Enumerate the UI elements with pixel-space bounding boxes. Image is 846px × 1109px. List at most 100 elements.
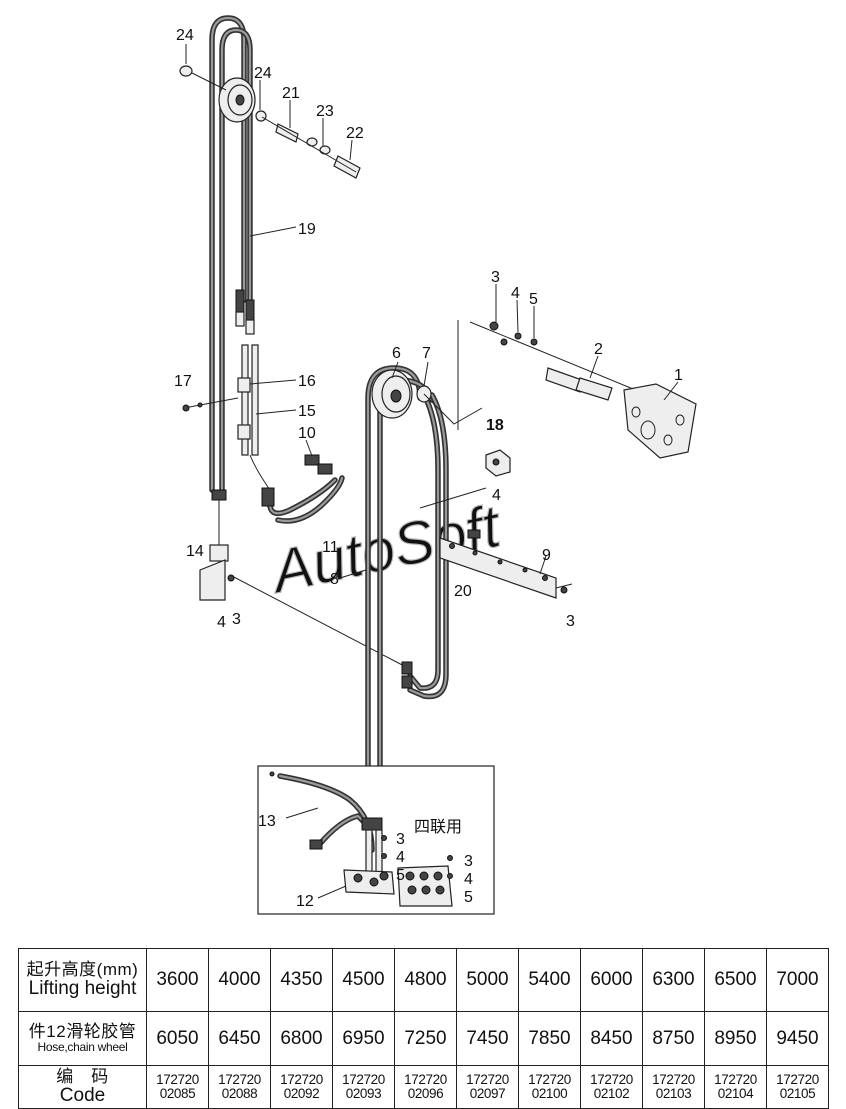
callout-3-inset-b: 3 — [464, 853, 473, 870]
lifting-height-cell: 5400 — [518, 948, 581, 1012]
hose-length-cell: 6450 — [208, 1011, 271, 1066]
lifting-height-cell: 6500 — [704, 948, 767, 1012]
hose-length-cell: 6050 — [146, 1011, 209, 1066]
code-line-1: 172720 — [652, 1072, 695, 1087]
callout-7: 7 — [422, 345, 431, 362]
code-line-2: 02100 — [531, 1086, 568, 1101]
spec-table: 起升高度(mm) Lifting height 3600 4000 4350 4… — [18, 948, 829, 1109]
lifting-height-header: 起升高度(mm) Lifting height — [18, 948, 147, 1012]
hose-length-cell: 8950 — [704, 1011, 767, 1066]
plate-20 — [439, 529, 573, 599]
hose-length-cell: 9450 — [766, 1011, 829, 1066]
code-header: 编 码 Code — [18, 1065, 147, 1109]
callout-13: 13 — [258, 813, 276, 830]
callout-18: 18 — [486, 417, 504, 434]
hose-length-header-en: Hose,chain wheel — [37, 1040, 128, 1055]
callout-23: 23 — [316, 103, 334, 120]
mount-assembly — [469, 321, 697, 459]
callout-16: 16 — [298, 373, 316, 390]
hose-length-cell: 7850 — [518, 1011, 581, 1066]
callout-3-right: 3 — [566, 613, 575, 630]
code-line-1: 172720 — [714, 1072, 757, 1087]
hose-length-cell: 6800 — [270, 1011, 333, 1066]
upper-pulley — [179, 65, 361, 179]
lifting-height-cell: 6000 — [580, 948, 643, 1012]
hose-length-header: 件12滑轮胶管 Hose,chain wheel — [18, 1011, 147, 1066]
callout-15: 15 — [298, 403, 316, 420]
code-line-2: 02104 — [717, 1086, 754, 1101]
hose-length-cell: 8450 — [580, 1011, 643, 1066]
lifting-height-cell: 4000 — [208, 948, 271, 1012]
callout-4-top: 4 — [511, 285, 520, 302]
hose-length-header-zh: 件12滑轮胶管 — [28, 1022, 137, 1042]
code-line-1: 172720 — [590, 1072, 633, 1087]
callout-12: 12 — [296, 893, 314, 910]
lifting-height-cell: 6300 — [642, 948, 705, 1012]
hose-assembly-diagram: AutoSoft — [174, 15, 697, 915]
callout-2: 2 — [594, 341, 603, 358]
callout-20: 20 — [454, 583, 472, 600]
callout-9: 9 — [542, 547, 551, 564]
lifting-height-cell: 7000 — [766, 948, 829, 1012]
block-18 — [419, 449, 511, 509]
callout-5-inset-b: 5 — [464, 889, 473, 906]
callout-5-inset-a: 5 — [396, 867, 405, 884]
callout-17: 17 — [174, 373, 192, 390]
code-line-2: 02102 — [593, 1086, 630, 1101]
code-line-2: 02092 — [283, 1086, 320, 1101]
lifting-height-cell: 4350 — [270, 948, 333, 1012]
callout-3-top: 3 — [491, 269, 500, 286]
callout-3-left: 3 — [232, 611, 241, 628]
bracket-14 — [199, 489, 409, 669]
callout-6: 6 — [392, 345, 401, 362]
code-line-1: 172720 — [528, 1072, 571, 1087]
code-line-2: 02088 — [221, 1086, 258, 1101]
lifting-height-cell: 4800 — [394, 948, 457, 1012]
hose-length-cell: 7250 — [394, 1011, 457, 1066]
lifting-height-row: 起升高度(mm) Lifting height 3600 4000 4350 4… — [18, 948, 829, 1012]
hose-length-cell: 6950 — [332, 1011, 395, 1066]
main-pulley — [371, 320, 483, 430]
code-line-1: 172720 — [342, 1072, 385, 1087]
callout-numbers: 24 24 21 23 22 19 3 4 5 2 1 6 7 18 17 16… — [174, 27, 683, 910]
callout-10: 10 — [298, 425, 316, 442]
callout-24-a: 24 — [176, 27, 194, 44]
code-line-1: 172720 — [280, 1072, 323, 1087]
callout-11: 11 — [322, 539, 339, 556]
hose-length-cell: 7450 — [456, 1011, 519, 1066]
lifting-height-header-zh: 起升高度(mm) — [26, 960, 139, 980]
lifting-height-cell: 5000 — [456, 948, 519, 1012]
callout-5-top: 5 — [529, 291, 538, 308]
code-line-2: 02085 — [159, 1086, 196, 1101]
fittings-10 — [261, 454, 345, 524]
callout-14: 14 — [186, 543, 204, 560]
code-line-2: 02103 — [655, 1086, 692, 1101]
code-line-1: 172720 — [404, 1072, 447, 1087]
hose-length-cell: 8750 — [642, 1011, 705, 1066]
code-header-zh: 编 码 — [56, 1067, 109, 1087]
callout-4-left: 4 — [217, 614, 226, 631]
upper-hose-loop — [209, 15, 255, 493]
code-line-2: 02105 — [779, 1086, 816, 1101]
code-header-en: Code — [59, 1084, 106, 1106]
lifting-height-header-en: Lifting height — [28, 977, 137, 999]
code-line-2: 02096 — [407, 1086, 444, 1101]
code-line-2: 02093 — [345, 1086, 382, 1101]
main-hose-loop — [365, 365, 449, 823]
inset-box: 四联用 — [257, 765, 495, 915]
callout-19: 19 — [298, 221, 316, 238]
callout-1: 1 — [674, 367, 683, 384]
code-line-2: 02097 — [469, 1086, 506, 1101]
